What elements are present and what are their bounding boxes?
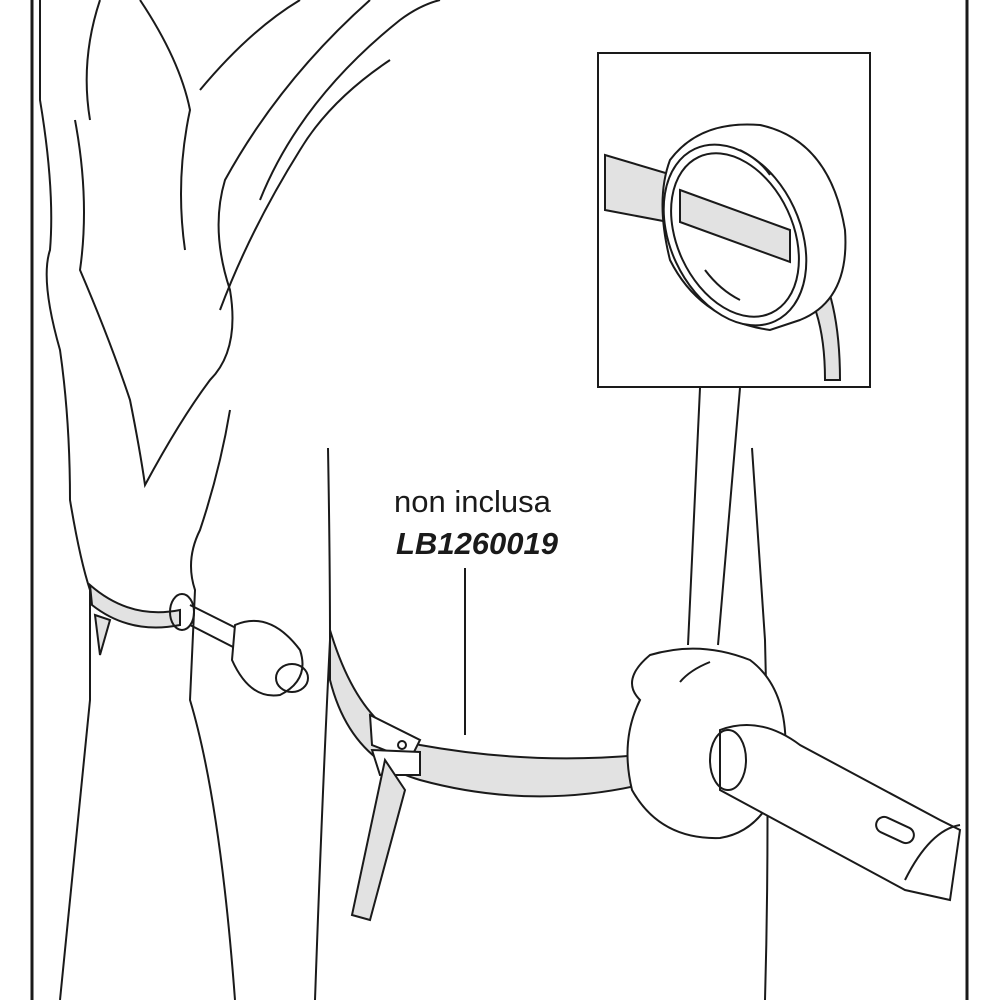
tree-background bbox=[39, 0, 441, 1000]
callout-text-not-included: non inclusa bbox=[394, 484, 551, 519]
detail-callout bbox=[597, 52, 871, 646]
main-strap bbox=[329, 629, 641, 922]
callout-part-number: LB1260019 bbox=[396, 526, 559, 561]
tree-foreground bbox=[314, 447, 769, 1000]
sprayer-cap bbox=[626, 647, 962, 902]
small-strap bbox=[88, 582, 309, 697]
